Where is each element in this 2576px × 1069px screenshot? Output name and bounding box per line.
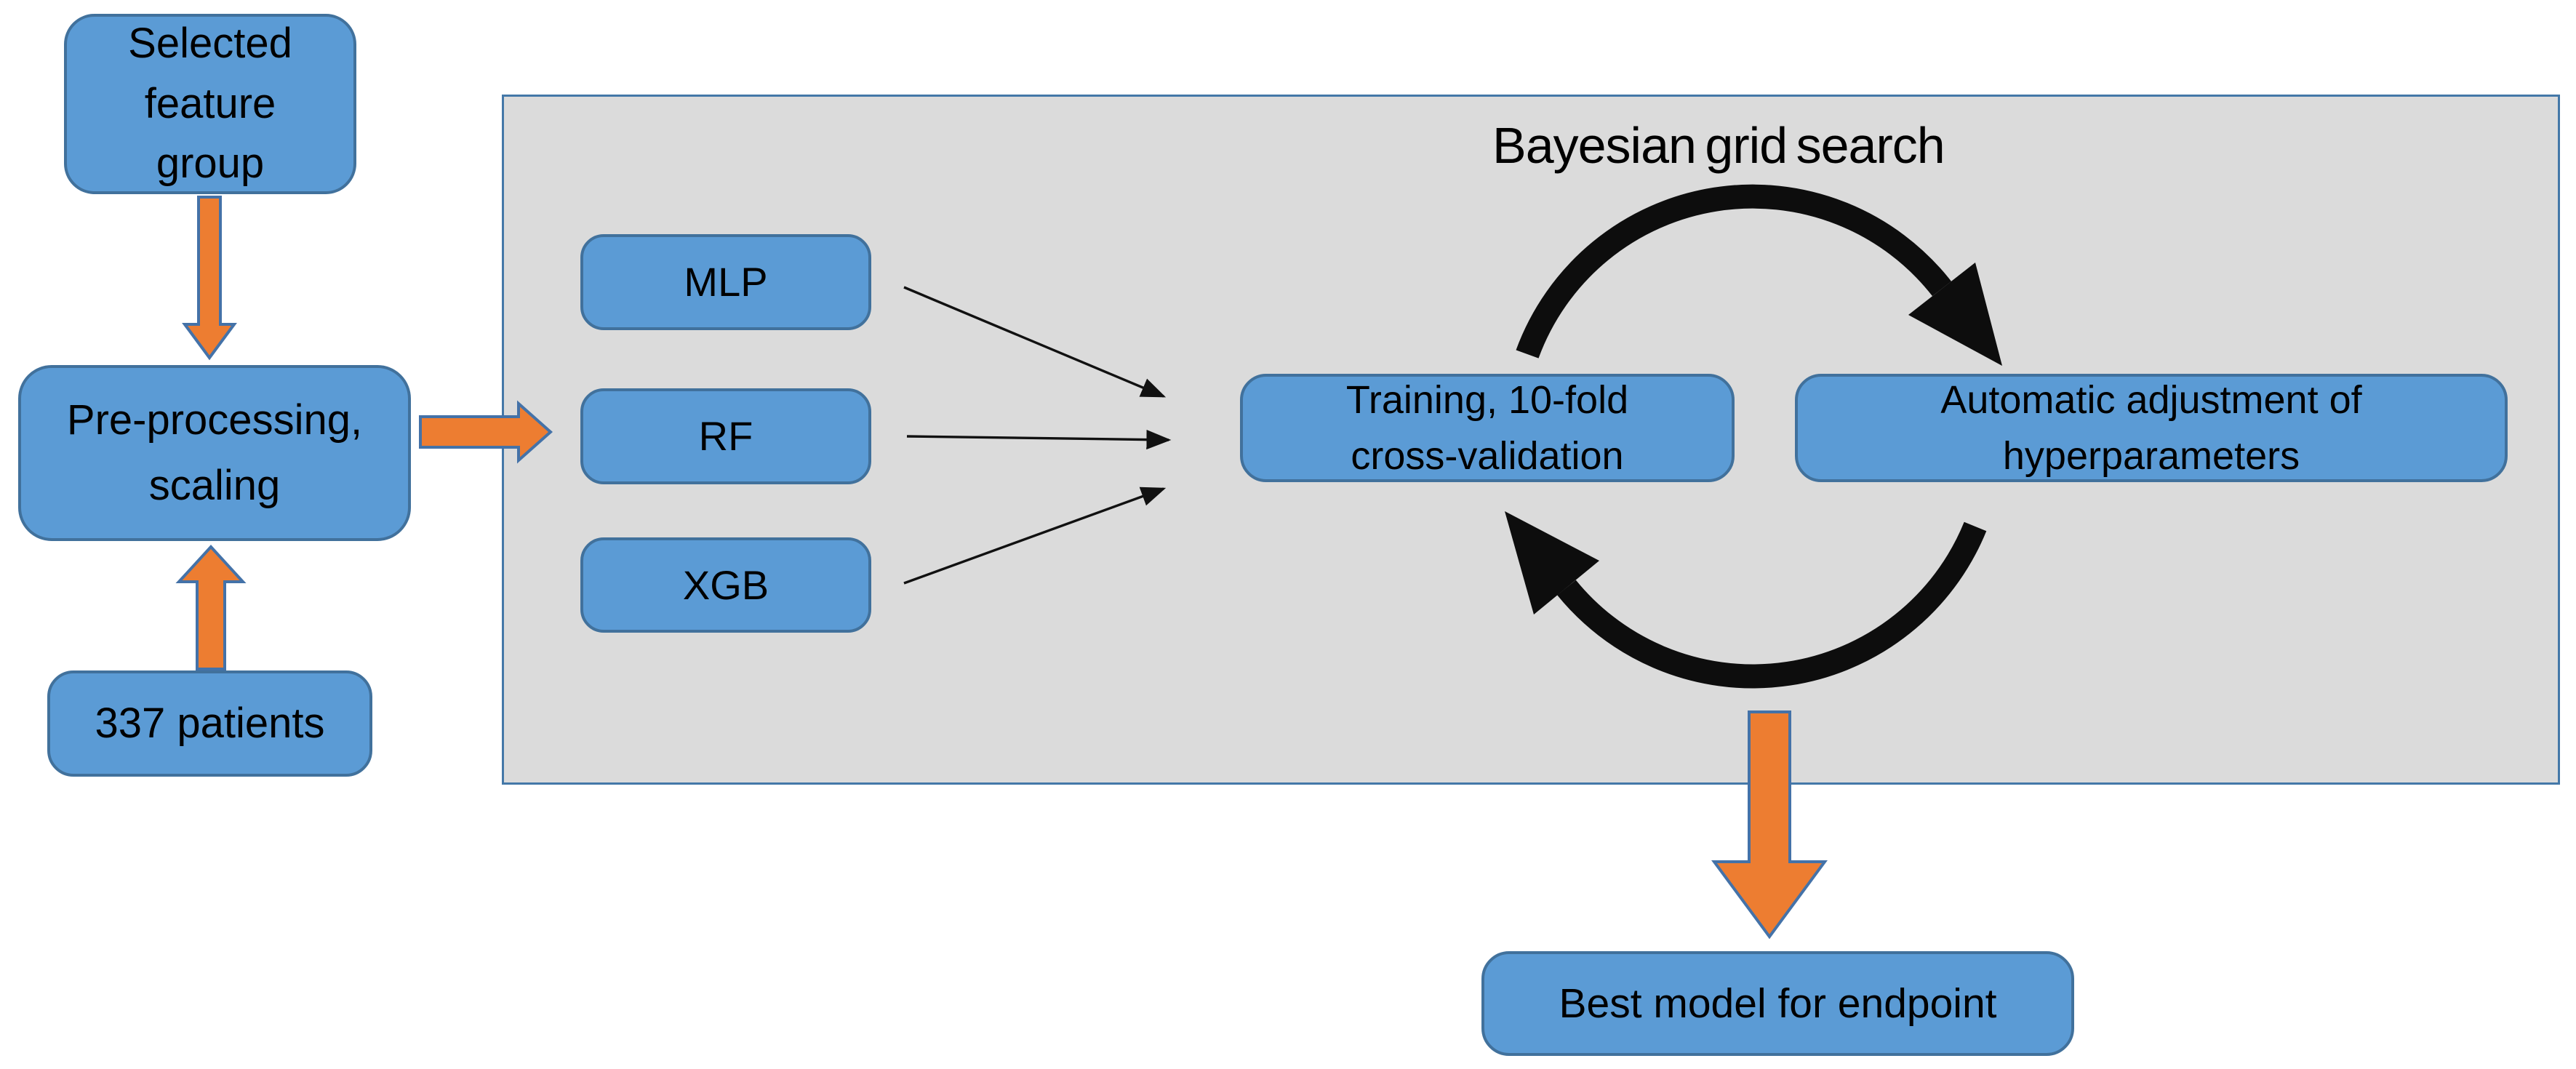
- arrow-patients-to-preprocessing-icon: [175, 545, 247, 670]
- panel-title: Bayesian grid search: [1492, 117, 1945, 174]
- node-label: Automatic adjustment of hyperparameters: [1940, 377, 2362, 478]
- node-best-model: Best model for endpoint: [1481, 951, 2074, 1056]
- node-label: 337 patients: [95, 699, 325, 747]
- node-automatic-adjustment: Automatic adjustment of hyperparameters: [1795, 374, 2508, 482]
- node-preprocessing-scaling: Pre-processing, scaling: [18, 365, 411, 541]
- node-label: Best model for endpoint: [1559, 980, 1997, 1027]
- node-label: Training, 10-fold cross-validation: [1345, 377, 1629, 478]
- node-rf: RF: [580, 388, 871, 484]
- node-label: XGB: [682, 561, 769, 608]
- node-label: Pre-processing, scaling: [66, 396, 363, 509]
- node-label: RF: [698, 413, 753, 460]
- node-337-patients: 337 patients: [47, 670, 372, 777]
- node-training-cross-validation: Training, 10-fold cross-validation: [1240, 374, 1735, 482]
- node-label: Selected feature group: [128, 20, 292, 188]
- arrow-selected-to-preprocessing-icon: [182, 196, 237, 361]
- node-label: MLP: [684, 259, 768, 305]
- node-selected-feature-group: Selected feature group: [64, 14, 356, 194]
- node-xgb: XGB: [580, 537, 871, 633]
- node-mlp: MLP: [580, 234, 871, 330]
